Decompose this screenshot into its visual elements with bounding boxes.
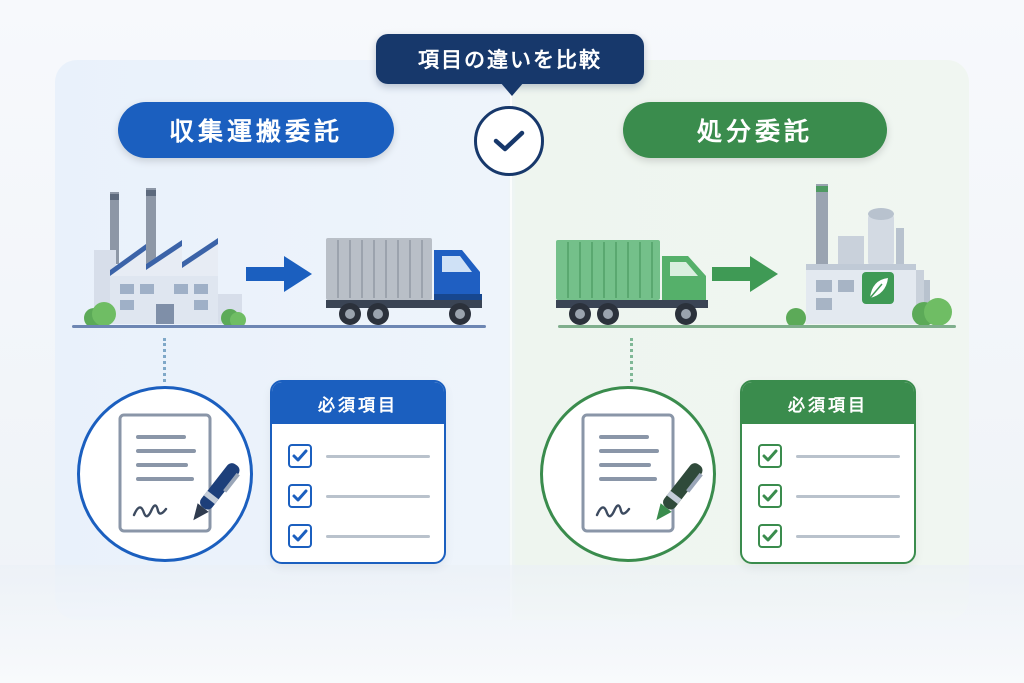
checkbox-icon — [758, 444, 782, 468]
contract-icon — [77, 386, 253, 562]
right-checklist-title: 必須項目 — [742, 382, 914, 424]
arrow-right-icon — [712, 256, 778, 292]
left-title: 収集運搬委託 — [118, 102, 394, 158]
left-checklist-title: 必須項目 — [272, 382, 444, 424]
pen-icon — [656, 463, 703, 521]
processing-plant-icon — [786, 184, 952, 328]
factory-icon — [84, 188, 246, 328]
checklist-item — [758, 524, 900, 550]
checklist-line — [796, 495, 900, 498]
right-title: 処分委託 — [623, 102, 887, 158]
checkbox-icon — [758, 524, 782, 548]
check-circle-icon — [474, 106, 544, 176]
right-checklist-card: 必須項目 — [740, 380, 916, 564]
left-checklist-card: 必須項目 — [270, 380, 446, 564]
checkbox-icon — [288, 484, 312, 508]
checkbox-icon — [288, 524, 312, 548]
left-connector — [163, 338, 166, 382]
truck-icon — [556, 240, 708, 325]
checklist-line — [796, 535, 900, 538]
left-ground-line — [72, 325, 486, 328]
floor-reflection — [0, 565, 1024, 683]
compare-badge-pointer — [500, 82, 524, 96]
checkbox-icon — [288, 444, 312, 468]
checklist-item — [288, 524, 430, 550]
arrow-right-icon — [246, 256, 312, 292]
right-ground-line — [558, 325, 956, 328]
checklist-line — [326, 455, 430, 458]
checklist-item — [758, 484, 900, 510]
checklist-item — [288, 484, 430, 510]
checklist-item — [758, 444, 900, 470]
compare-badge: 項目の違いを比較 — [376, 34, 644, 84]
right-connector — [630, 338, 633, 382]
panel-divider — [510, 60, 512, 620]
pen-icon — [193, 463, 240, 521]
checklist-line — [326, 535, 430, 538]
checkbox-icon — [758, 484, 782, 508]
contract-icon — [540, 386, 716, 562]
checklist-line — [326, 495, 430, 498]
checklist-item — [288, 444, 430, 470]
truck-icon — [326, 238, 482, 325]
checklist-line — [796, 455, 900, 458]
